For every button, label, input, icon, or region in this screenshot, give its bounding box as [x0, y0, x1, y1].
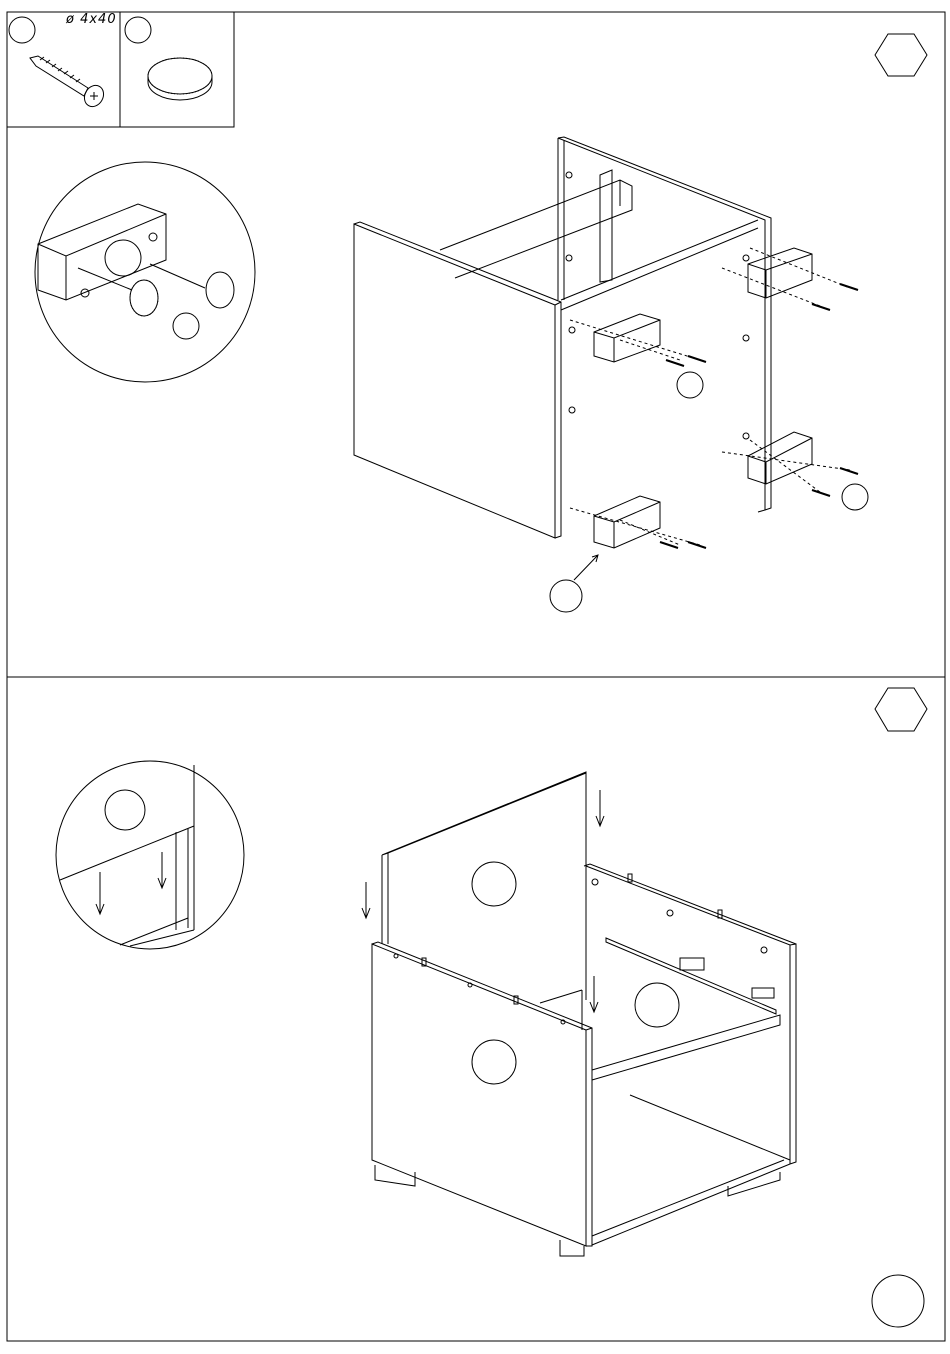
- step-number-hexagon: [874, 687, 928, 732]
- wooden-foot: [593, 313, 661, 363]
- detail-view-back-panel: [55, 760, 245, 950]
- page-number-circle: [871, 1274, 925, 1328]
- wooden-foot: [593, 495, 661, 549]
- cabinet-carcass-upside-down: [353, 136, 869, 613]
- part-label-circle: [124, 16, 152, 44]
- step-number-hexagon: [874, 33, 928, 77]
- felt-pad-icon: [147, 57, 213, 101]
- wooden-foot: [747, 431, 813, 485]
- detail-view-felt: [34, 161, 256, 383]
- part-label-circle: [8, 16, 36, 44]
- screw-spec-label: ø 4x40: [66, 12, 117, 27]
- wooden-foot: [747, 247, 813, 299]
- screw-icon: [29, 55, 105, 108]
- cabinet-assembled: [361, 771, 797, 1257]
